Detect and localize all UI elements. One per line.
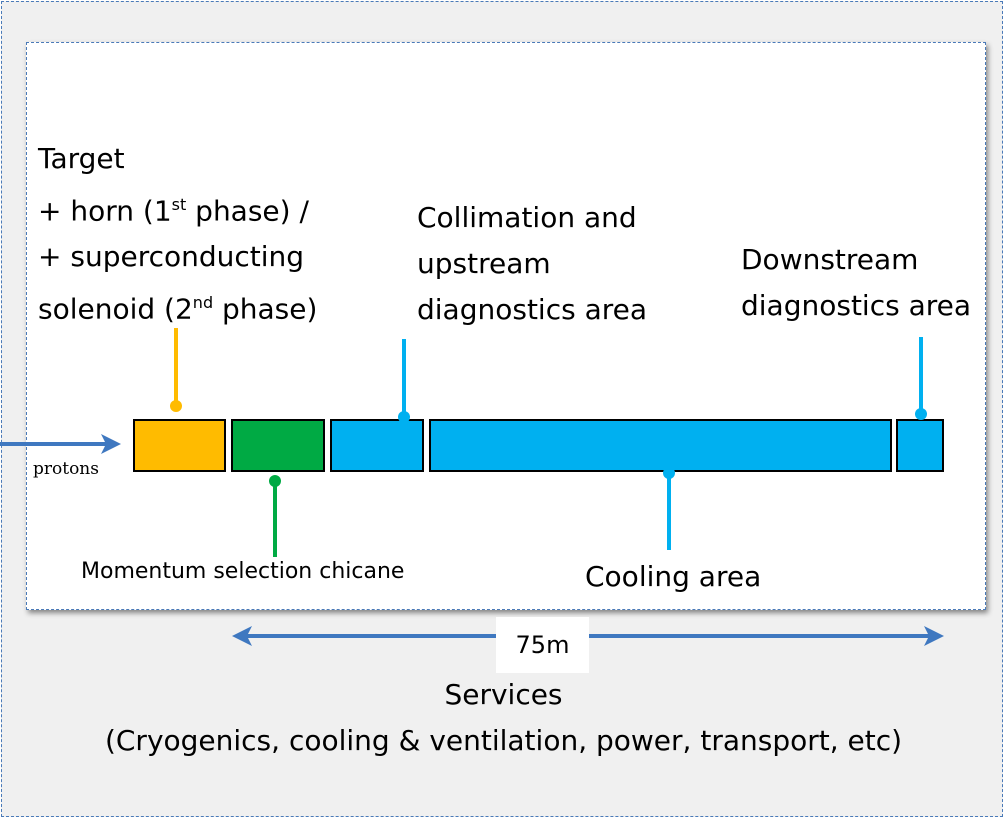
target-segment [133, 419, 226, 472]
target-label-line3: + superconducting [38, 240, 305, 274]
downstream-label-line2: diagnostics area [741, 289, 972, 322]
collimation-label-line1: Collimation and [417, 201, 637, 234]
target-label-line2: + horn (1st phase) / [38, 194, 309, 228]
target-label-line4: solenoid (2nd phase) [38, 292, 318, 326]
target-connector-dot [170, 400, 182, 412]
chicane-label: Momentum selection chicane [81, 559, 405, 584]
chicane-segment [231, 419, 325, 472]
length-label: 75m [515, 631, 570, 659]
collimation-label-line2: upstream [417, 247, 551, 280]
cooling-segment [429, 419, 892, 472]
downstream-segment [896, 419, 944, 472]
collimation-label-line3: diagnostics area [417, 293, 648, 326]
services-detail: (Cryogenics, cooling & ventilation, powe… [104, 724, 903, 757]
length-arrowhead-left [232, 626, 252, 646]
length-arrowhead-right [924, 626, 944, 646]
length-label-box [496, 617, 589, 673]
target-label: Target + horn (1st phase) / + supercondu… [38, 136, 317, 333]
proton-beam-arrowhead [101, 434, 121, 454]
services-title: Services [444, 678, 563, 711]
collimation-segment [330, 419, 424, 472]
target-label-line1: Target [38, 142, 125, 175]
protons-label: protons [33, 459, 99, 479]
downstream-label: Downstream diagnostics area [741, 237, 971, 329]
collimation-connector-dot [398, 411, 410, 423]
downstream-label-line1: Downstream [741, 243, 919, 276]
cooling-label: Cooling area [585, 560, 762, 593]
collimation-label: Collimation and upstream diagnostics are… [417, 195, 647, 333]
tunnel-frame [26, 42, 986, 610]
downstream-connector-dot [915, 408, 927, 420]
